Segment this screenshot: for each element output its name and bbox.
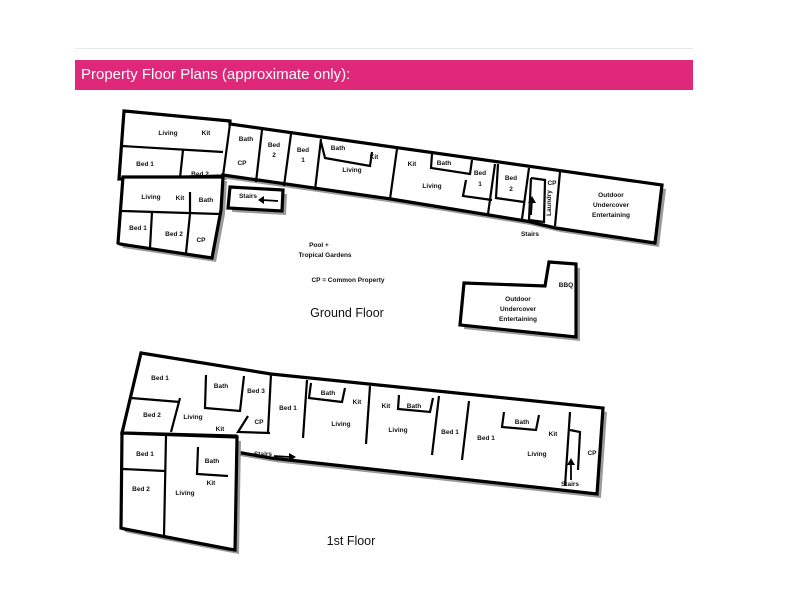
label-bath: Bath [321, 390, 335, 397]
ground-lower-left-block [116, 175, 227, 262]
label-cp-legend: CP = Common Property [311, 277, 384, 284]
label-bed1: Bed 1 [136, 161, 154, 168]
label-bed-number: 1 [301, 157, 305, 164]
first-floor-caption: 1st Floor [327, 534, 376, 548]
label-living: Living [183, 414, 202, 421]
label-bath: Bath [199, 197, 213, 204]
label-bed: Bed [505, 175, 517, 182]
label-bath: Bath [214, 383, 228, 390]
label-bed1: Bed 1 [279, 405, 297, 412]
label-bath: Bath [515, 419, 529, 426]
label-living: Living [175, 490, 194, 497]
label-bed1: Bed 1 [151, 375, 169, 382]
label-kit: Kit [353, 399, 363, 406]
label-bed1: Bed 1 [477, 435, 495, 442]
label-cp: CP [196, 237, 206, 244]
label-outdoor: Outdoor [598, 192, 624, 199]
label-bath: Bath [407, 403, 421, 410]
label-outdoor: Outdoor [505, 296, 531, 303]
label-entertaining: Entertaining [499, 316, 537, 323]
label-living: Living [527, 451, 546, 458]
ground-bbq-block [458, 260, 580, 341]
label-bath: Bath [239, 136, 253, 143]
top-divider [75, 48, 693, 49]
label-kit: Kit [382, 403, 392, 410]
label-bath: Bath [331, 145, 345, 152]
label-bed2: Bed 2 [191, 171, 209, 178]
label-kit: Kit [202, 130, 212, 137]
label-bed-number: 2 [509, 186, 513, 193]
label-laundry: Laundry [546, 190, 553, 216]
first-floor-plan: Bed 1 Bed 2 Living Bath Kit Bed 3 CP Bed… [119, 351, 607, 554]
label-kit: Kit [549, 431, 559, 438]
label-bed1: Bed 1 [441, 429, 459, 436]
label-bed: Bed [474, 170, 486, 177]
ground-floor-plan: Living Kit Bed 1 Bed 2 Bath CP Bed 2 Bed… [116, 109, 666, 341]
label-bath: Bath [205, 458, 219, 465]
label-living: Living [388, 427, 407, 434]
label-bed3: Bed 3 [247, 388, 265, 395]
label-kit: Kit [408, 161, 418, 168]
label-stairs: Stairs [239, 193, 257, 200]
label-stairs: Stairs [254, 451, 272, 458]
label-kit: Kit [370, 154, 380, 161]
banner-title: Property Floor Plans (approximate only): [81, 66, 351, 83]
label-bed1: Bed 1 [129, 225, 147, 232]
label-entertaining: Entertaining [592, 212, 630, 219]
ground-stairs-box [226, 185, 287, 215]
label-kit: Kit [216, 426, 226, 433]
label-bed: Bed [268, 142, 280, 149]
ground-floor-caption: Ground Floor [310, 306, 384, 320]
label-cp: CP [587, 450, 597, 457]
label-stairs: Stairs [521, 231, 539, 238]
label-living: Living [342, 167, 361, 174]
label-bbq: BBQ [559, 282, 573, 289]
label-bed2: Bed 2 [165, 231, 183, 238]
label-tropical-gardens: Tropical Gardens [298, 252, 351, 259]
label-bed1: Bed 1 [136, 451, 154, 458]
label-cp: CP [237, 160, 247, 167]
label-stairs: Stairs [561, 481, 579, 488]
first-upper-block [119, 351, 607, 498]
label-bed-number: 1 [478, 181, 482, 188]
label-bed-number: 2 [272, 152, 276, 159]
first-lower-left-block [119, 431, 241, 554]
label-cp: CP [547, 180, 557, 187]
label-bed2: Bed 2 [143, 412, 161, 419]
label-living: Living [331, 421, 350, 428]
label-kit: Kit [207, 480, 217, 487]
label-living: Living [141, 194, 160, 201]
label-bath: Bath [437, 160, 451, 167]
title-banner: Property Floor Plans (approximate only): [75, 60, 693, 90]
label-living: Living [422, 183, 441, 190]
label-bed2: Bed 2 [132, 486, 150, 493]
label-living: Living [158, 130, 177, 137]
label-bed: Bed [297, 147, 309, 154]
label-pool: Pool + [309, 242, 329, 249]
label-undercover: Undercover [593, 202, 630, 209]
label-cp: CP [254, 419, 264, 426]
label-undercover: Undercover [500, 306, 537, 313]
label-kit: Kit [176, 195, 186, 202]
